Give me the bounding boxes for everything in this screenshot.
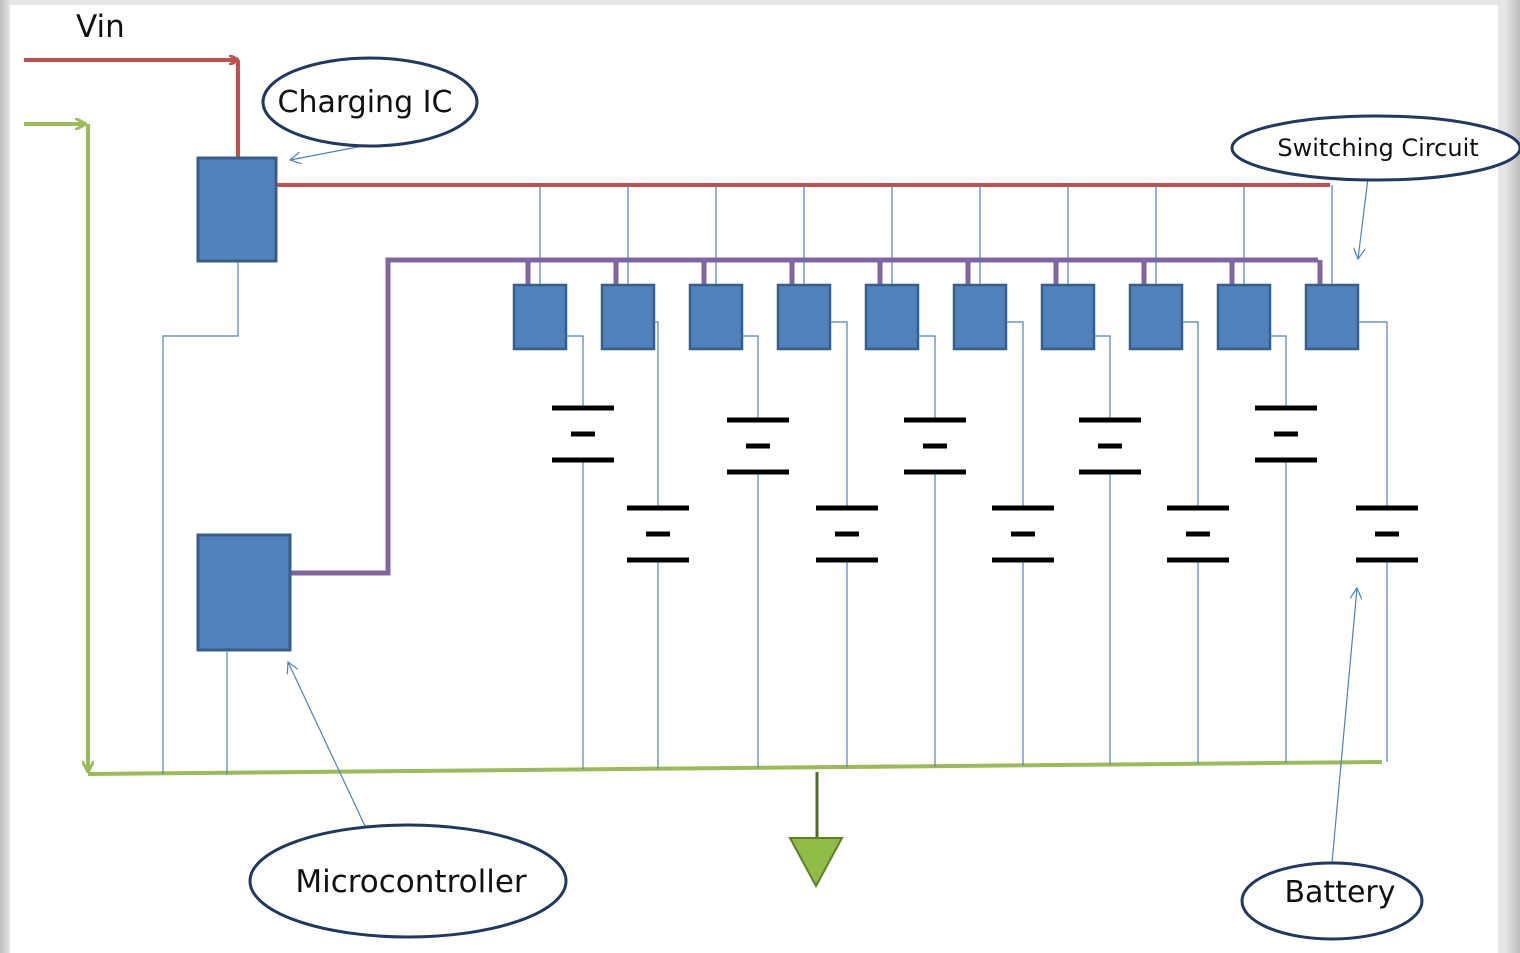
module-to-battery-wire [1182, 321, 1199, 508]
switch-module-block [776, 283, 832, 351]
module-to-battery-wire [742, 335, 759, 420]
module-to-battery-wire [1270, 335, 1287, 408]
microcontroller-label: Microcontroller [295, 864, 527, 900]
battery-plate [627, 505, 689, 511]
battery-plate [646, 531, 670, 537]
battery-plate [627, 557, 689, 563]
circuit-canvas: Vin Charging IC Switching Circuit Microc… [10, 5, 1520, 953]
switch-module-block [600, 283, 656, 351]
switching-circuit-label: Switching Circuit [1277, 134, 1478, 162]
charging-ic-block [196, 156, 278, 263]
charging-ic-callout [261, 56, 479, 148]
module-to-battery-wire [1006, 321, 1024, 508]
switch-module-block [688, 283, 744, 351]
vin-label: Vin [76, 9, 125, 45]
switch-module-block [1304, 283, 1360, 351]
battery-plate [1079, 417, 1141, 423]
battery-plate [1079, 469, 1141, 475]
vin-wire [24, 60, 1330, 187]
ground-symbol [788, 837, 844, 889]
battery-plate [727, 469, 789, 475]
switch-module-block [1216, 283, 1272, 351]
battery-plate [1356, 557, 1418, 563]
ground-wire [24, 124, 1383, 840]
switch-module-block [512, 283, 568, 351]
battery-plate [1375, 531, 1399, 537]
battery-pointer [1331, 588, 1357, 864]
battery-plate [904, 469, 966, 475]
battery-plate [904, 417, 966, 423]
battery-cells [552, 321, 1418, 770]
charging-ic-pointer [290, 144, 369, 160]
module-to-battery-wire [1358, 321, 1388, 508]
module-to-battery-wire [918, 335, 936, 420]
battery-plate [1255, 457, 1317, 463]
switching-modules [512, 185, 1360, 351]
battery-plate [1011, 531, 1035, 537]
microcontroller-pointer [288, 662, 366, 827]
battery-plate [923, 443, 947, 449]
module-to-battery-wire [566, 335, 584, 408]
battery-plate [835, 531, 859, 537]
charging-ic-ground-wire [162, 262, 239, 774]
battery-plate [1098, 443, 1122, 449]
battery-plate [1356, 505, 1418, 511]
battery-plate [816, 505, 878, 511]
battery-plate [1255, 405, 1317, 411]
battery-label: Battery [1284, 875, 1395, 910]
switch-module-block [952, 283, 1008, 351]
battery-plate [1167, 505, 1229, 511]
switch-module-block [864, 283, 920, 351]
battery-plate [992, 505, 1054, 511]
battery-plate [746, 443, 770, 449]
switch-module-block [1128, 283, 1184, 351]
battery-plate [1274, 431, 1298, 437]
microcontroller-block [196, 533, 292, 652]
battery-plate [552, 405, 614, 411]
battery-plate [1167, 557, 1229, 563]
module-to-battery-wire [830, 321, 848, 508]
battery-callout [1240, 861, 1424, 941]
battery-plate [992, 557, 1054, 563]
switching-circuit-callout [1230, 114, 1520, 182]
module-to-battery-wire [654, 321, 659, 508]
microcontroller-callout [248, 823, 568, 939]
battery-plate [1186, 531, 1210, 537]
battery-plate [552, 457, 614, 463]
battery-plate [727, 417, 789, 423]
battery-plate [816, 557, 878, 563]
switch-module-block [1040, 283, 1096, 351]
module-to-battery-wire [1094, 335, 1111, 420]
charging-ic-label: Charging IC [278, 85, 453, 120]
control-bus [290, 257, 1318, 576]
battery-plate [571, 431, 595, 437]
